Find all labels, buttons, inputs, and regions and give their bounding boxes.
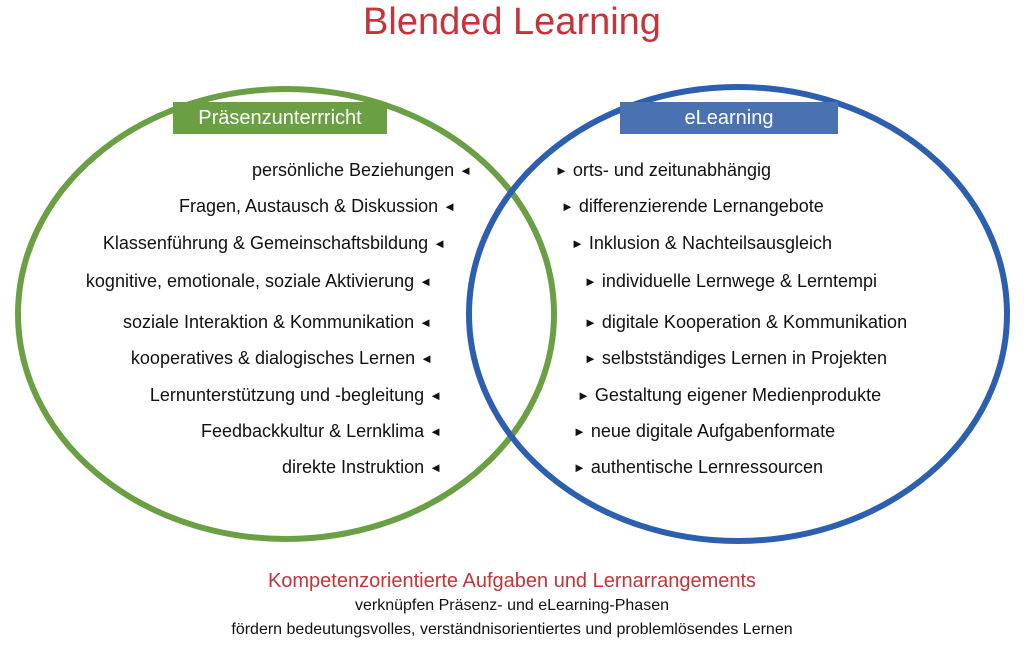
praesenz-item: kooperatives & dialogisches Lernen ◄ bbox=[131, 347, 433, 370]
right-arrow-icon: ► bbox=[555, 163, 568, 178]
praesenz-item: Lernunterstützung und -begleitung ◄ bbox=[150, 384, 442, 407]
praesenz-item-text: Klassenführung & Gemeinschaftsbildung bbox=[102, 233, 429, 253]
elearning-item-text: orts- und zeitunabhängig bbox=[572, 160, 772, 180]
left-arrow-icon: ◄ bbox=[420, 351, 433, 366]
elearning-item-text: digitale Kooperation & Kommunikation bbox=[601, 312, 908, 332]
elearning-item-text: Gestaltung eigener Medienprodukte bbox=[594, 385, 882, 405]
praesenz-item-text: kooperatives & dialogisches Lernen bbox=[130, 348, 416, 368]
elearning-item-text: individuelle Lernwege & Lerntempi bbox=[601, 271, 878, 291]
praesenz-item: Feedbackkultur & Lernklima ◄ bbox=[201, 420, 442, 443]
elearning-item: ► individuelle Lernwege & Lerntempi bbox=[584, 270, 877, 293]
praesenz-item: persönliche Beziehungen ◄ bbox=[252, 159, 472, 182]
footer-line-1: verknüpfen Präsenz- und eLearning-Phasen bbox=[355, 597, 669, 614]
left-arrow-icon: ◄ bbox=[419, 315, 432, 330]
right-arrow-icon: ► bbox=[573, 460, 586, 475]
elearning-item-text: authentische Lernressourcen bbox=[590, 457, 824, 477]
praesenz-item: Fragen, Austausch & Diskussion ◄ bbox=[179, 195, 456, 218]
elearning-item: ► neue digitale Aufgabenformate bbox=[573, 420, 835, 443]
elearning-item: ► orts- und zeitunabhängig bbox=[555, 159, 771, 182]
elearning-item-text: differenzierende Lernangebote bbox=[578, 196, 824, 216]
right-arrow-icon: ► bbox=[573, 424, 586, 439]
left-arrow-icon: ◄ bbox=[429, 424, 442, 439]
elearning-label: eLearning bbox=[620, 102, 838, 134]
elearning-item: ► authentische Lernressourcen bbox=[573, 456, 823, 479]
elearning-item-text: Inklusion & Nachteilsausgleich bbox=[588, 233, 833, 253]
praesenz-label: Präsenzunterrricht bbox=[173, 102, 387, 134]
elearning-item-text: neue digitale Aufgabenformate bbox=[590, 421, 836, 441]
footer-heading: Kompetenzorientierte Aufgaben und Lernar… bbox=[267, 570, 757, 592]
left-arrow-icon: ◄ bbox=[443, 199, 456, 214]
left-arrow-icon: ◄ bbox=[433, 236, 446, 251]
praesenz-item-text: Feedbackkultur & Lernklima bbox=[201, 421, 425, 441]
right-arrow-icon: ► bbox=[584, 315, 597, 330]
left-arrow-icon: ◄ bbox=[429, 388, 442, 403]
praesenz-circle bbox=[15, 86, 557, 542]
left-arrow-icon: ◄ bbox=[459, 163, 472, 178]
elearning-item: ► differenzierende Lernangebote bbox=[561, 195, 824, 218]
praesenz-item: direkte Instruktion ◄ bbox=[282, 456, 442, 479]
elearning-item-text: selbstständiges Lernen in Projekten bbox=[601, 348, 888, 368]
elearning-circle bbox=[466, 84, 1010, 544]
praesenz-item-text: soziale Interaktion & Kommunikation bbox=[122, 312, 415, 332]
praesenz-item-text: kognitive, emotionale, soziale Aktivieru… bbox=[85, 271, 415, 291]
footer-line-2: fördern bedeutungsvolles, verständnisori… bbox=[231, 621, 793, 638]
diagram-title: Blended Learning bbox=[363, 1, 661, 43]
praesenz-item: kognitive, emotionale, soziale Aktivieru… bbox=[86, 270, 432, 293]
right-arrow-icon: ► bbox=[577, 388, 590, 403]
left-arrow-icon: ◄ bbox=[419, 274, 432, 289]
right-arrow-icon: ► bbox=[571, 236, 584, 251]
right-arrow-icon: ► bbox=[584, 351, 597, 366]
praesenz-item: soziale Interaktion & Kommunikation ◄ bbox=[123, 311, 432, 334]
praesenz-item-text: Lernunterstützung und -begleitung bbox=[149, 385, 425, 405]
praesenz-item: Klassenführung & Gemeinschaftsbildung ◄ bbox=[103, 232, 446, 255]
elearning-item: ► digitale Kooperation & Kommunikation bbox=[584, 311, 907, 334]
right-arrow-icon: ► bbox=[561, 199, 574, 214]
praesenz-item-text: persönliche Beziehungen bbox=[251, 160, 455, 180]
praesenz-item-text: Fragen, Austausch & Diskussion bbox=[178, 196, 439, 216]
elearning-item: ► Gestaltung eigener Medienprodukte bbox=[577, 384, 881, 407]
elearning-item: ► Inklusion & Nachteilsausgleich bbox=[571, 232, 832, 255]
elearning-item: ► selbstständiges Lernen in Projekten bbox=[584, 347, 887, 370]
right-arrow-icon: ► bbox=[584, 274, 597, 289]
left-arrow-icon: ◄ bbox=[429, 460, 442, 475]
praesenz-item-text: direkte Instruktion bbox=[282, 457, 425, 477]
